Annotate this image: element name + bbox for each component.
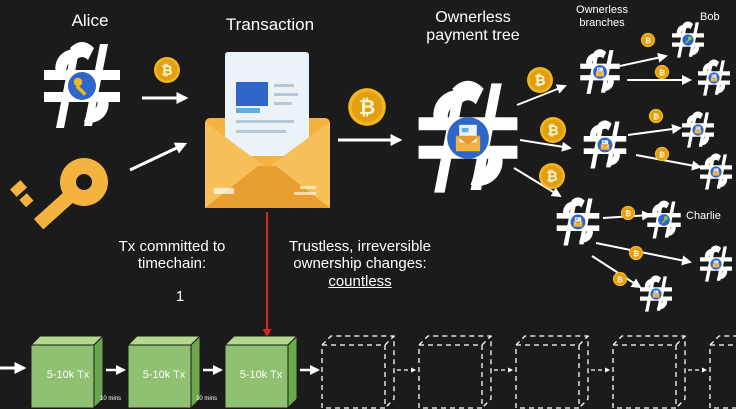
timechain bbox=[0, 334, 736, 409]
branch-node-icon bbox=[580, 49, 620, 94]
transaction-label: Transaction bbox=[225, 15, 315, 34]
confirmed-block-icon bbox=[126, 334, 202, 409]
tx-committed-count: 1 bbox=[175, 288, 185, 305]
confirmed-block-icon bbox=[223, 334, 299, 409]
branch-node-icon bbox=[700, 153, 732, 190]
charlie-wallet-icon bbox=[647, 200, 681, 239]
arrow-key-to-transaction bbox=[129, 142, 188, 172]
bitcoin-coin-icon bbox=[348, 88, 386, 126]
new-block-icon bbox=[418, 335, 492, 409]
branch-node-icon bbox=[682, 111, 714, 148]
ownerless-branches-label: Ownerless branches bbox=[576, 4, 628, 29]
new-block-icon bbox=[321, 335, 395, 409]
transaction-envelope-icon bbox=[205, 52, 330, 208]
block-interval-label: 10 mins bbox=[196, 396, 218, 402]
branch-node-icon bbox=[583, 120, 627, 169]
trustless-label: Trustless, irreversible ownership change… bbox=[276, 238, 444, 290]
tree-root-icon bbox=[418, 80, 518, 193]
alice-key-icon bbox=[9, 158, 108, 230]
block-3-label: 5-10k Tx bbox=[239, 369, 283, 381]
bitcoin-coin-icon bbox=[154, 57, 180, 83]
ownerless-tree-label: Ownerless payment tree bbox=[426, 9, 520, 45]
block-interval-label: 10 mins bbox=[100, 396, 122, 402]
alice-wallet-icon bbox=[44, 42, 120, 128]
bob-label: Bob bbox=[700, 11, 720, 23]
branch-node-icon bbox=[640, 275, 672, 312]
confirmed-block-icon bbox=[29, 334, 105, 409]
trustless-count: countless bbox=[328, 272, 392, 290]
tx-committed-label: Tx committed to timechain: bbox=[118, 238, 226, 273]
alice-label: Alice bbox=[71, 11, 109, 30]
block-1-label: 5-10k Tx bbox=[46, 369, 90, 381]
branch-node-icon bbox=[556, 197, 600, 246]
new-block-icon bbox=[515, 335, 589, 409]
trustless-text: Trustless, irreversible ownership change… bbox=[289, 238, 431, 273]
charlie-label: Charlie bbox=[686, 210, 721, 222]
branch-node-icon bbox=[700, 245, 732, 282]
new-block-icon bbox=[709, 335, 736, 409]
branch-node-icon bbox=[698, 59, 730, 96]
bob-wallet-icon bbox=[672, 21, 704, 58]
block-2-label: 5-10k Tx bbox=[142, 369, 186, 381]
new-block-icon bbox=[612, 335, 686, 409]
